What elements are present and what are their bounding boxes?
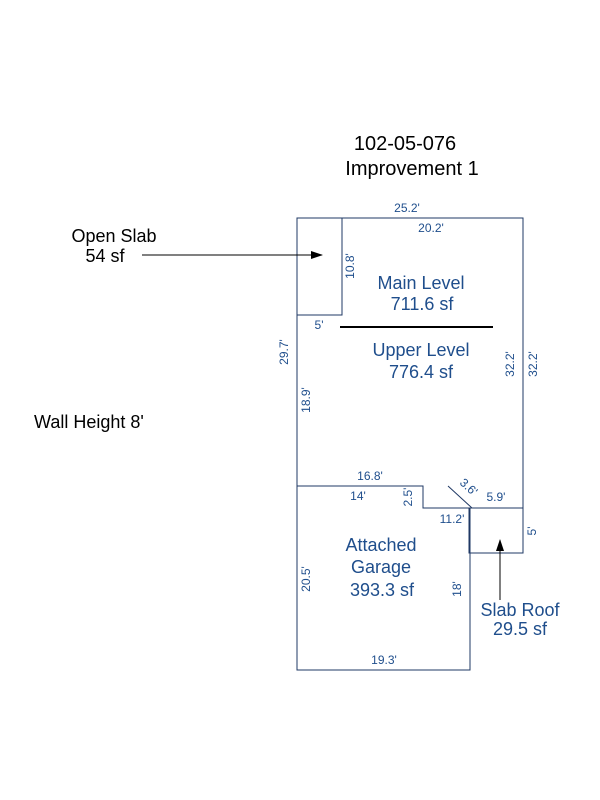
building-outline xyxy=(296,217,524,671)
upper-level-area: 776.4 sf xyxy=(389,362,454,382)
garage-label-line2: Garage xyxy=(351,557,411,577)
dim-slab-roof-height: 5' xyxy=(525,527,539,536)
dim-garage-right: 18' xyxy=(450,581,464,597)
parcel-id: 102-05-076 xyxy=(354,133,456,155)
dim-garage-bottom: 19.3' xyxy=(371,653,397,667)
dim-notch-height: 2.5' xyxy=(401,488,415,507)
dim-middle-inner: 14' xyxy=(350,489,366,503)
dim-right-inner: 32.2' xyxy=(503,351,517,377)
dim-open-slab-height: 10.8' xyxy=(343,253,357,279)
open-slab-outline xyxy=(296,217,343,316)
slab-roof-area: 29.5 sf xyxy=(493,619,548,639)
open-slab-label: Open Slab xyxy=(71,226,156,246)
open-slab-area: 54 sf xyxy=(85,246,125,266)
diagonal-edge xyxy=(447,485,473,509)
dim-left-outer: 29.7' xyxy=(277,339,291,365)
improvement-title: Improvement 1 xyxy=(345,158,478,180)
dim-left-inner: 18.9' xyxy=(299,387,313,413)
dim-open-slab-width: 5' xyxy=(315,318,324,332)
main-level-label: Main Level xyxy=(377,273,464,293)
dim-notch-right: 5.9' xyxy=(487,490,506,504)
dim-notch-bottom: 11.2' xyxy=(440,512,465,526)
dim-garage-left: 20.5' xyxy=(299,566,313,592)
garage-label-line1: Attached xyxy=(345,535,416,555)
dim-right-outer: 32.2' xyxy=(526,351,540,377)
dim-middle-outer: 16.8' xyxy=(357,469,383,483)
dim-top-inner: 20.2' xyxy=(418,221,444,235)
wall-height-label: Wall Height 8' xyxy=(34,412,144,432)
garage-outline xyxy=(296,486,471,671)
main-level-area: 711.6 sf xyxy=(391,294,455,314)
slab-roof-label: Slab Roof xyxy=(480,600,560,620)
upper-level-label: Upper Level xyxy=(372,340,469,360)
dim-top-outer: 25.2' xyxy=(394,201,420,215)
garage-area: 393.3 sf xyxy=(350,580,415,600)
dim-diagonal: 3.6' xyxy=(457,475,480,498)
